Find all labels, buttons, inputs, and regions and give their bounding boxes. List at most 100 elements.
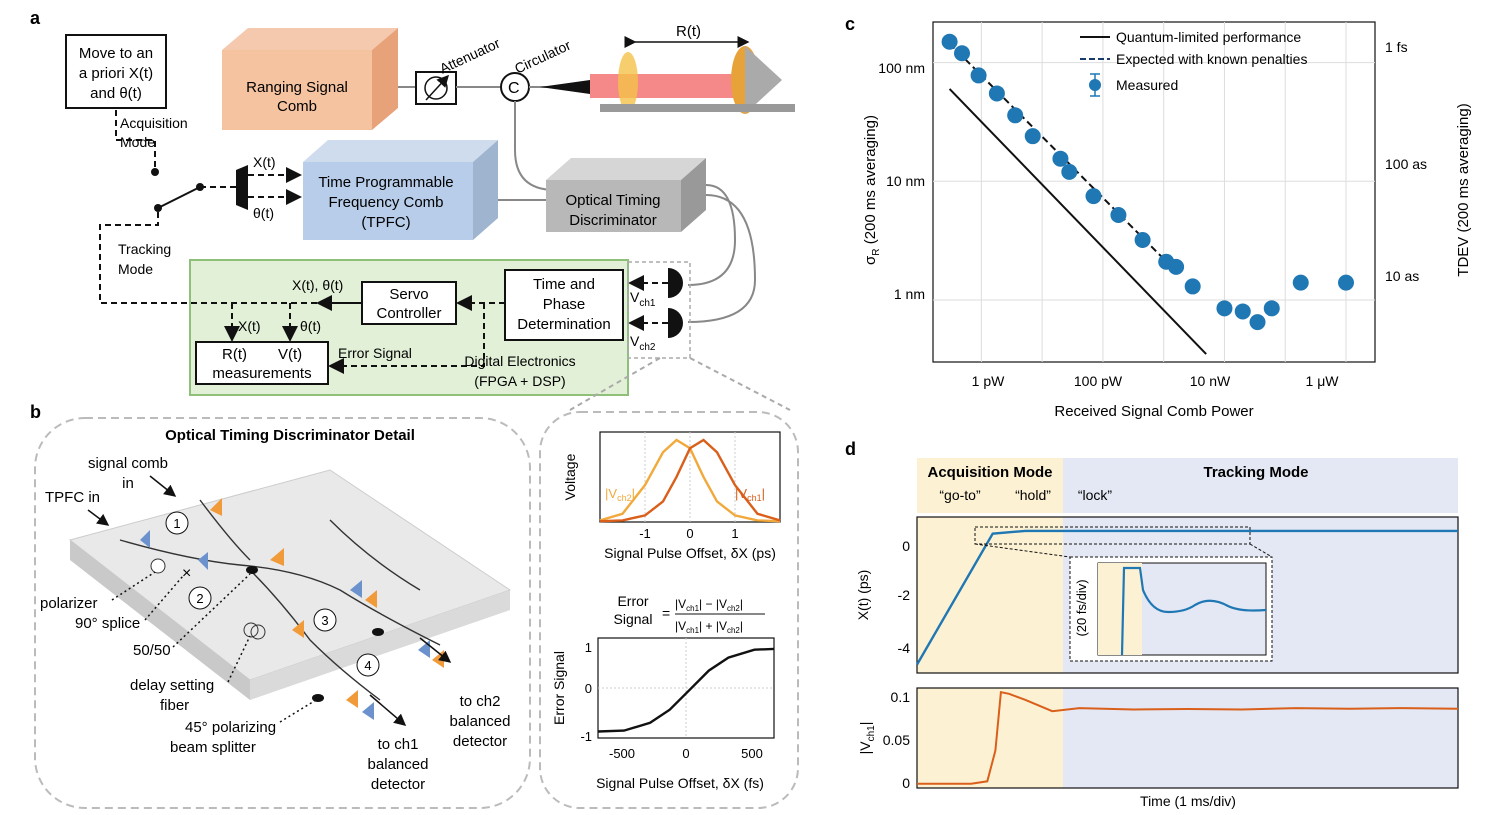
- d-bot-ytick-005: 0.05: [883, 732, 910, 748]
- vch1-trace: [917, 691, 1459, 785]
- measurements-box: [195, 341, 329, 385]
- svg-text:×: ×: [182, 565, 191, 582]
- c-xtick-1uW: 1 μW: [1306, 373, 1340, 389]
- measured-point: [1184, 278, 1201, 295]
- voltage-ylabel: Voltage: [562, 453, 578, 500]
- demux-shape: [236, 165, 248, 210]
- ranging-label-2: Comb: [277, 98, 317, 115]
- tp-label-3: Determination: [517, 316, 610, 333]
- delay-coil-icon: [243, 622, 259, 638]
- inset-trace: [1120, 566, 1267, 656]
- otd-label-2: Discriminator: [569, 212, 657, 229]
- ranging-comb-box: [222, 28, 398, 50]
- stage-4-marker: [356, 653, 380, 677]
- ch2-label-2: balanced: [450, 713, 511, 730]
- d-top-ylabel: X(t) (ps): [855, 570, 871, 621]
- legend-measured: Measured: [1116, 77, 1178, 93]
- x-label: X(t): [253, 154, 276, 170]
- measured-point: [1061, 163, 1078, 180]
- tpfc-in-label: TPFC in: [45, 489, 100, 506]
- d-xlabel: Time (1 ms/div): [1140, 793, 1236, 809]
- err-xtick-2: 0: [682, 746, 689, 761]
- vch1-label-plot: |Vch1|: [735, 486, 765, 503]
- d-bot-track-bg: [1063, 688, 1458, 788]
- move-text-2: a priori X(t): [79, 65, 153, 82]
- move-box: [65, 34, 167, 109]
- splice-label: 90° splice: [75, 615, 140, 632]
- c-y2tick-1fs: 1 fs: [1385, 39, 1408, 55]
- c-xtick-10nW: 10 nW: [1190, 373, 1231, 389]
- measured-point: [1263, 300, 1280, 317]
- stage-3-number: 3: [321, 613, 328, 628]
- switch-arm: [157, 186, 201, 209]
- measured-point: [1007, 107, 1024, 124]
- d-top-ytick-m2: -2: [898, 587, 911, 603]
- tpfc-label-3: (TPFC): [361, 214, 410, 231]
- ranging-label-1: Ranging Signal: [246, 79, 348, 96]
- plot-area-c: [932, 21, 1376, 363]
- stage-1-number: 1: [173, 516, 180, 531]
- svg-text:Signal: Signal: [614, 611, 653, 627]
- tp-label-2: Phase: [543, 296, 586, 313]
- c-xtick-100pW: 100 pW: [1074, 373, 1123, 389]
- d-top-ytick-m4: -4: [898, 640, 911, 656]
- ch2-label-3: detector: [453, 733, 507, 750]
- volt-tick-3: 1: [731, 526, 738, 541]
- fifty-label: 50/50: [133, 642, 171, 659]
- measured-point: [1085, 188, 1102, 205]
- vt-label: V(t): [278, 346, 302, 363]
- panel-c-chart: 100 nm 10 nm 1 nm 1 fs 100 as 10 as 1 pW…: [862, 21, 1472, 420]
- svg-text:=: =: [662, 605, 670, 621]
- error-equation: Error Signal = |Vch1| − |Vch2| |Vch1| + …: [614, 593, 765, 635]
- move-text-1: Move to an: [79, 45, 153, 62]
- delay-label-1: delay setting: [130, 677, 214, 694]
- tpfc-box: [303, 140, 498, 162]
- circulator-label: Circulator: [512, 37, 573, 77]
- thetat-label: θ(t): [300, 318, 321, 334]
- fiber-paths: [119, 499, 441, 701]
- stage-1-marker: [165, 511, 189, 535]
- detector-ch1: [668, 268, 683, 298]
- c-ytick-10nm: 10 nm: [886, 173, 925, 189]
- vch2-label-plot: |Vch2|: [605, 486, 635, 503]
- servo-label-1: Servo: [389, 286, 428, 303]
- track-label-2: Mode: [118, 261, 153, 277]
- measured-point: [1134, 232, 1151, 249]
- measured-point: [1234, 303, 1251, 320]
- panel-label-d: d: [845, 439, 856, 459]
- otd-detail-frame: [34, 417, 531, 809]
- panel-label-b: b: [30, 402, 41, 422]
- measured-point: [1292, 274, 1309, 291]
- inset-ylabel: (20 fs/div): [1074, 579, 1089, 636]
- range-label: R(t): [676, 23, 701, 40]
- detector-ch2: [668, 308, 683, 338]
- panel-label-c: c: [845, 14, 855, 34]
- vch1-curve: [599, 438, 781, 523]
- svg-text:Error: Error: [617, 593, 648, 609]
- tpfc-label-1: Time Programmable: [318, 174, 453, 191]
- delay-label-2: fiber: [160, 697, 189, 714]
- panel-label-a: a: [30, 8, 41, 28]
- error-plot: Error Signal 1 0 -1 -500 0 500 Signal Pu…: [551, 637, 775, 791]
- legend-quantum: Quantum-limited performance: [1116, 29, 1301, 45]
- measured-point: [1024, 128, 1041, 145]
- quantum-limit-line: [948, 88, 1207, 355]
- signal-detail-frame: [539, 411, 799, 809]
- signal-comb-label-1: signal comb: [88, 455, 168, 472]
- attenuator-label: Attenuator: [437, 35, 503, 77]
- err-ytick-1: 1: [585, 640, 592, 655]
- vch2-label: Vch2: [630, 333, 656, 353]
- target-rail: [600, 104, 795, 112]
- legend-expected: Expected with known penalties: [1116, 51, 1307, 67]
- move-text-3: and θ(t): [90, 85, 142, 102]
- voltage-xlabel: Signal Pulse Offset, δX (ps): [604, 545, 776, 561]
- pulse-glyphs: [140, 498, 444, 720]
- volt-tick-2: 0: [686, 526, 693, 541]
- stage-2-marker: [188, 586, 212, 610]
- svg-text:C: C: [508, 80, 520, 97]
- measured-point: [1052, 150, 1069, 167]
- tpfc-label-2: Frequency Comb: [328, 194, 443, 211]
- err-ytick-3: -1: [580, 729, 592, 744]
- polarizer-label: polarizer: [40, 595, 98, 612]
- signal-comb-label-2: in: [122, 475, 134, 492]
